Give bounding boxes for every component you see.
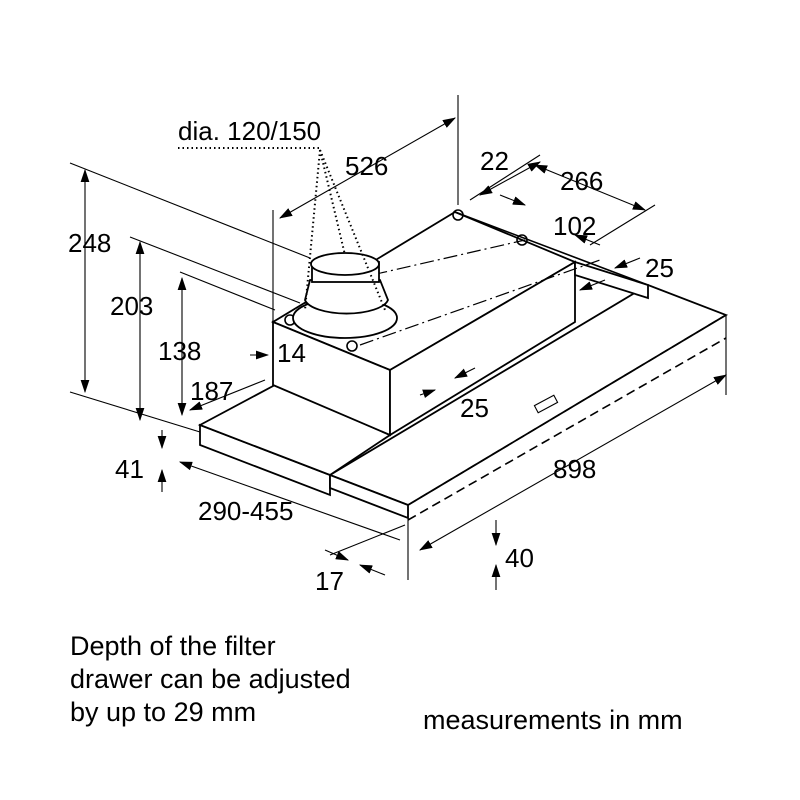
dim-248: 248 (68, 228, 111, 258)
dimension-arrows (80, 117, 727, 590)
extension-lines (69, 95, 727, 580)
dim-526: 526 (345, 151, 388, 181)
dim-22: 22 (480, 146, 509, 176)
dim-25-mid: 25 (460, 393, 489, 423)
note-line: drawer can be adjusted (70, 664, 351, 694)
units-note: measurements in mm (423, 705, 683, 735)
dim-17: 17 (315, 566, 344, 596)
dim-266: 266 (560, 166, 603, 196)
dim-898: 898 (553, 454, 596, 484)
duct-diameter-label: dia. 120/150 (178, 116, 321, 146)
duct-connector (178, 147, 398, 339)
note-line: Depth of the filter (70, 631, 276, 661)
dim-14: 14 (277, 338, 306, 368)
dim-102: 102 (553, 211, 596, 241)
dim-187: 187 (190, 376, 233, 406)
drawer-depth-note: Depth of the filter drawer can be adjust… (70, 630, 351, 729)
dim-25-top: 25 (645, 253, 674, 283)
dim-203: 203 (110, 291, 153, 321)
note-line: by up to 29 mm (70, 697, 257, 727)
dim-40: 40 (505, 543, 534, 573)
dim-138: 138 (158, 336, 201, 366)
dim-290-455: 290-455 (198, 496, 293, 526)
dim-41: 41 (115, 454, 144, 484)
